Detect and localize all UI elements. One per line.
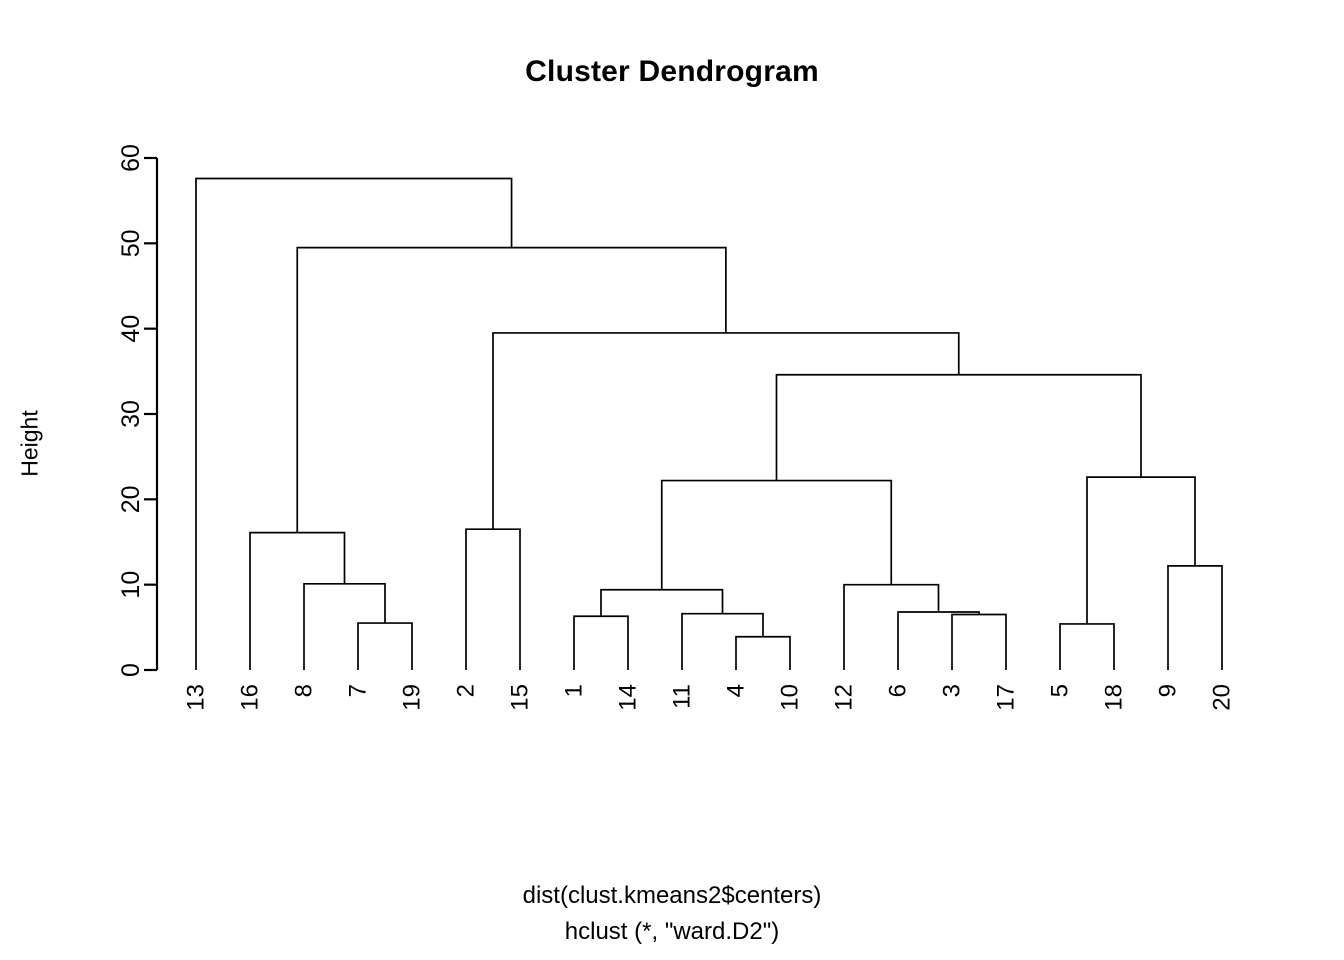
dendrogram-link <box>735 635 791 670</box>
leaf-label: 1 <box>561 684 588 697</box>
y-axis-tick-label: 40 <box>117 315 145 343</box>
y-axis-tick-label: 20 <box>117 485 145 513</box>
dendrogram-link <box>1167 565 1223 670</box>
dendrogram-link <box>681 612 764 670</box>
leaf-label: 7 <box>345 684 372 697</box>
dendrogram-link <box>492 332 960 530</box>
leaf-label: 12 <box>831 684 858 711</box>
caption: dist(clust.kmeans2$centers) hclust (*, "… <box>0 878 1344 950</box>
dendrogram-link <box>357 622 413 670</box>
leaf-label: 3 <box>939 684 966 697</box>
dendrogram-link <box>249 531 346 670</box>
dendrogram-link <box>600 588 724 617</box>
y-axis-tick-label: 50 <box>117 229 145 257</box>
dendrogram-link <box>897 611 980 670</box>
dendrogram-link <box>951 613 1007 670</box>
dendrogram-link <box>1086 476 1196 624</box>
leaf-label: 14 <box>615 684 642 711</box>
page-title: Cluster Dendrogram <box>525 55 819 88</box>
leaf-label: 9 <box>1155 684 1182 697</box>
dendrogram-link <box>195 177 513 670</box>
caption-line-2: hclust (*, "ward.D2") <box>564 918 780 945</box>
dendrogram-link <box>303 582 386 670</box>
leaf-label: 18 <box>1101 684 1128 711</box>
dendrogram-link <box>843 583 940 670</box>
dendrogram-branches <box>195 177 1223 670</box>
y-axis-tick-label: 10 <box>117 571 145 599</box>
leaf-label: 8 <box>291 684 318 697</box>
dendrogram-link <box>775 373 1142 481</box>
dendrogram-link <box>465 528 521 670</box>
dendrogram-link <box>1059 623 1115 670</box>
leaf-label: 20 <box>1209 684 1236 711</box>
caption-line-1: dist(clust.kmeans2$centers) <box>522 882 822 909</box>
leaf-label: 4 <box>723 684 750 697</box>
leaf-label: 17 <box>993 684 1020 711</box>
y-axis-tick-label: 0 <box>117 663 145 677</box>
dendrogram-link <box>660 479 893 590</box>
y-axis: 0 10 20 30 40 50 60 <box>117 144 159 677</box>
leaf-label: 10 <box>777 684 804 711</box>
leaf-label: 15 <box>507 684 534 711</box>
leaf-label: 19 <box>399 684 426 711</box>
leaf-label: 6 <box>885 684 912 697</box>
dendrogram-link <box>573 615 629 670</box>
leaf-label: 2 <box>453 684 480 697</box>
leaf-label: 16 <box>237 684 264 711</box>
leaf-label: 13 <box>183 684 210 711</box>
y-axis-tick-label: 30 <box>117 400 145 428</box>
y-axis-tick-label: 60 <box>117 144 145 172</box>
leaf-label: 11 <box>669 684 696 709</box>
leaf-label: 5 <box>1047 684 1074 697</box>
